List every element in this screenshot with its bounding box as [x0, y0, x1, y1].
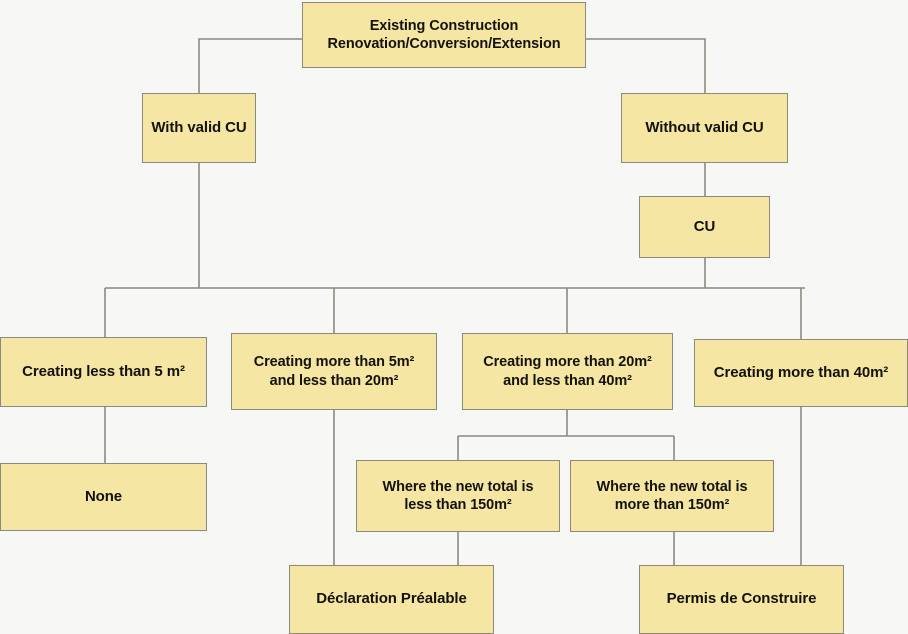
node-root[interactable]: Existing Construction Renovation/Convers…	[302, 2, 586, 68]
node-more20[interactable]: Creating more than 20m² and less than 40…	[462, 333, 673, 410]
node-more40[interactable]: Creating more than 40m²	[694, 339, 908, 407]
node-less5[interactable]: Creating less than 5 m²	[0, 337, 207, 407]
node-total_more[interactable]: Where the new total is more than 150m²	[570, 460, 774, 532]
node-declaration[interactable]: Déclaration Préalable	[289, 565, 494, 634]
node-with_cu[interactable]: With valid CU	[142, 93, 256, 163]
node-without_cu[interactable]: Without valid CU	[621, 93, 788, 163]
node-more5[interactable]: Creating more than 5m² and less than 20m…	[231, 333, 437, 410]
node-none[interactable]: None	[0, 463, 207, 531]
node-cu[interactable]: CU	[639, 196, 770, 258]
node-permis[interactable]: Permis de Construire	[639, 565, 844, 634]
node-total_less[interactable]: Where the new total is less than 150m²	[356, 460, 560, 532]
